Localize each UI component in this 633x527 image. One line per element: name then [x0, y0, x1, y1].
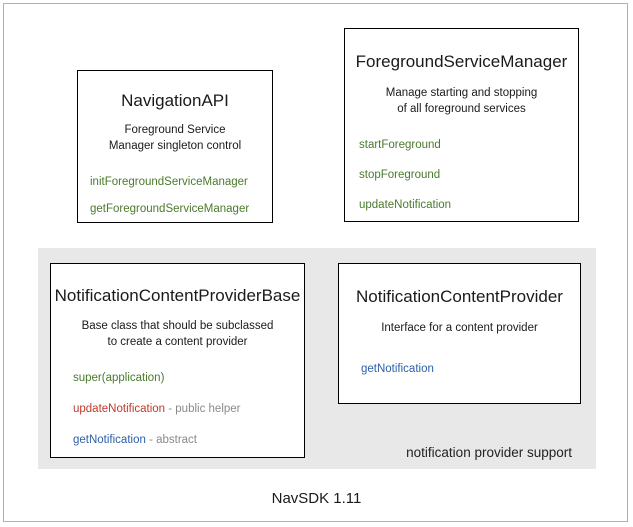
member-row[interactable]: super(application) [73, 372, 304, 386]
member-list-notification-content-provider: getNotification [361, 363, 580, 377]
class-description-notification-content-provider: Interface for a content provider [339, 321, 580, 337]
class-title-notification-content-provider-base: NotificationContentProviderBase [54, 286, 301, 305]
member-name: startForeground [359, 139, 441, 152]
member-name: stopForeground [359, 169, 441, 182]
member-row[interactable]: updateNotification [359, 199, 578, 213]
group-caption: notification provider support [406, 445, 572, 460]
member-name: initForegroundServiceManager [90, 176, 248, 189]
class-title-notification-content-provider: NotificationContentProvider [356, 287, 563, 306]
diagram-footer-label: NavSDK 1.11 [271, 490, 362, 507]
member-list-notification-content-provider-base: super(application) updateNotification - … [73, 372, 304, 447]
class-description-line: Manage starting and stopping [385, 87, 538, 100]
member-name: updateNotification [359, 199, 452, 212]
member-note: - public helper [165, 403, 241, 416]
member-row[interactable]: getNotification [361, 363, 580, 377]
class-box-navigation-api[interactable]: NavigationAPI Foreground Service Manager… [77, 70, 273, 223]
member-row[interactable]: getNotification - abstract [73, 434, 304, 448]
member-row[interactable]: initForegroundServiceManager [90, 176, 272, 190]
class-description-line: Interface for a content provider [381, 322, 538, 335]
member-note: - abstract [145, 434, 198, 447]
class-description-navigation-api: Foreground Service Manager singleton con… [78, 123, 272, 154]
member-row[interactable]: getForegroundServiceManager [90, 203, 272, 217]
member-name: updateNotification [73, 403, 166, 416]
member-list-foreground-service-manager: startForeground stopForeground updateNot… [359, 139, 578, 212]
class-description-line: to create a content provider [107, 335, 248, 348]
class-description-notification-content-provider-base: Base class that should be subclassed to … [51, 319, 304, 350]
member-name: getForegroundServiceManager [90, 203, 250, 216]
member-row[interactable]: stopForeground [359, 169, 578, 183]
class-description-foreground-service-manager: Manage starting and stopping of all fore… [345, 86, 578, 117]
class-box-notification-content-provider[interactable]: NotificationContentProvider Interface fo… [338, 263, 581, 404]
class-description-line: Base class that should be subclassed [81, 320, 274, 333]
member-name: super(application) [73, 372, 165, 385]
class-title-foreground-service-manager: ForegroundServiceManager [355, 52, 568, 71]
member-name: getNotification [73, 434, 146, 447]
member-row[interactable]: updateNotification - public helper [73, 403, 304, 417]
class-title-navigation-api: NavigationAPI [121, 91, 229, 110]
class-box-foreground-service-manager[interactable]: ForegroundServiceManager Manage starting… [344, 28, 579, 222]
class-description-line: Foreground Service [124, 124, 226, 137]
member-list-navigation-api: initForegroundServiceManager getForegrou… [90, 176, 272, 217]
class-description-line: Manager singleton control [108, 139, 242, 152]
class-box-notification-content-provider-base[interactable]: NotificationContentProviderBase Base cla… [50, 263, 305, 458]
member-name: getNotification [361, 362, 434, 375]
member-row[interactable]: startForeground [359, 139, 578, 153]
class-description-line: of all foreground services [397, 102, 526, 115]
